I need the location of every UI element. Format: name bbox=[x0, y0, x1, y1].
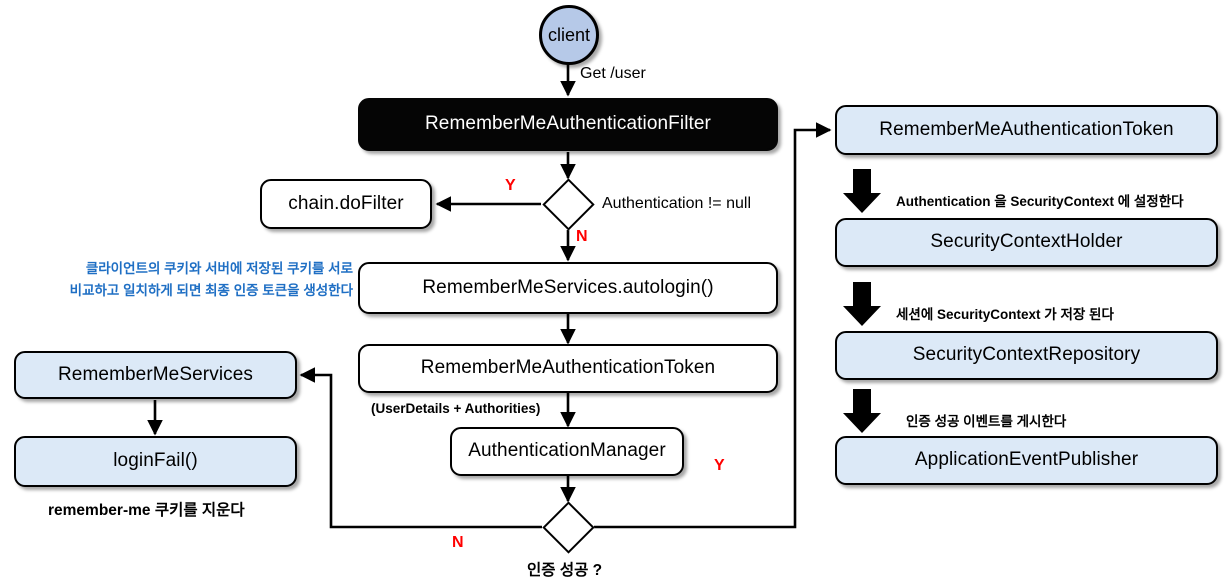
node-remember-me-services[interactable]: RememberMeServices bbox=[14, 351, 297, 399]
node-security-context-repository[interactable]: SecurityContextRepository bbox=[835, 331, 1218, 380]
node-remember-me-authentication-token-right[interactable]: RememberMeAuthenticationToken bbox=[835, 105, 1218, 155]
decision-auth-success-label: 인증 성공 ? bbox=[527, 562, 603, 579]
decision-authentication-not-null-label: Authentication != null bbox=[602, 195, 751, 212]
node-chain-do-filter[interactable]: chain.doFilter bbox=[260, 179, 432, 229]
edge-decision2-yes-to-token-right bbox=[594, 122, 832, 529]
node-remember-me-services-autologin[interactable]: RememberMeServices.autologin() bbox=[358, 262, 778, 314]
edge-decision2-no-to-remembermeservices bbox=[299, 367, 542, 529]
edge-label-get-user: Get /user bbox=[580, 65, 646, 82]
annotation-publish-success-event: 인증 성공 이벤트를 게시한다 bbox=[906, 414, 1067, 429]
edge-label-yes-bottom: Y bbox=[714, 457, 725, 474]
node-security-context-repository-label: SecurityContextRepository bbox=[912, 344, 1141, 366]
thick-arrow-token-to-holder bbox=[843, 169, 881, 213]
node-remember-me-services-label: RememberMeServices bbox=[57, 363, 254, 385]
node-application-event-publisher-label: ApplicationEventPublisher bbox=[914, 449, 1139, 471]
node-security-context-holder-label: SecurityContextHolder bbox=[930, 231, 1123, 253]
annotation-cookie-compare-line2: 비교하고 일치하게 되면 최종 인증 토큰을 생성한다 bbox=[69, 283, 353, 299]
annotation-cookie-compare-line1: 클라이언트의 쿠키와 서버에 저장된 쿠키를 서로 bbox=[85, 261, 353, 276]
node-security-context-holder[interactable]: SecurityContextHolder bbox=[835, 218, 1218, 267]
thick-arrow-repository-to-publisher bbox=[843, 389, 881, 433]
annotation-set-authentication-to-context: Authentication 을 SecurityContext 에 설정한다 bbox=[896, 194, 1184, 209]
node-remember-me-authentication-token-right-label: RememberMeAuthenticationToken bbox=[879, 118, 1174, 140]
node-remember-me-services-autologin-label: RememberMeServices.autologin() bbox=[422, 276, 714, 298]
edge-label-user-details-authorities: (UserDetails + Authorities) bbox=[371, 401, 541, 416]
thick-arrows bbox=[843, 169, 881, 433]
node-remember-me-authentication-token-center-label: RememberMeAuthenticationToken bbox=[420, 357, 716, 379]
node-login-fail-label: loginFail() bbox=[113, 450, 198, 472]
node-remember-me-authentication-filter-label: RememberMeAuthenticationFilter bbox=[424, 113, 711, 135]
node-login-fail[interactable]: loginFail() bbox=[14, 436, 297, 487]
node-client-label: client bbox=[547, 24, 591, 45]
edge-label-no-bottom: N bbox=[452, 534, 464, 551]
node-remember-me-authentication-filter[interactable]: RememberMeAuthenticationFilter bbox=[358, 98, 778, 151]
edge-label-no-top: N bbox=[576, 228, 588, 245]
node-authentication-manager[interactable]: AuthenticationManager bbox=[450, 427, 684, 476]
annotation-cookie-compare: 클라이언트의 쿠키와 서버에 저장된 쿠키를 서로 비교하고 일치하게 되면 최… bbox=[28, 258, 353, 303]
node-authentication-manager-label: AuthenticationManager bbox=[468, 440, 666, 462]
node-remember-me-authentication-token-center[interactable]: RememberMeAuthenticationToken bbox=[358, 344, 778, 393]
node-application-event-publisher[interactable]: ApplicationEventPublisher bbox=[835, 436, 1218, 485]
thick-arrow-holder-to-repository bbox=[843, 282, 881, 326]
annotation-remove-remember-me-cookie: remember-me 쿠키를 지운다 bbox=[48, 502, 245, 519]
node-chain-do-filter-label: chain.doFilter bbox=[288, 192, 404, 214]
node-client[interactable]: client bbox=[539, 5, 599, 65]
edge-label-yes-top: Y bbox=[505, 177, 516, 194]
annotation-save-context-to-session: 세션에 SecurityContext 가 저장 된다 bbox=[896, 307, 1114, 322]
